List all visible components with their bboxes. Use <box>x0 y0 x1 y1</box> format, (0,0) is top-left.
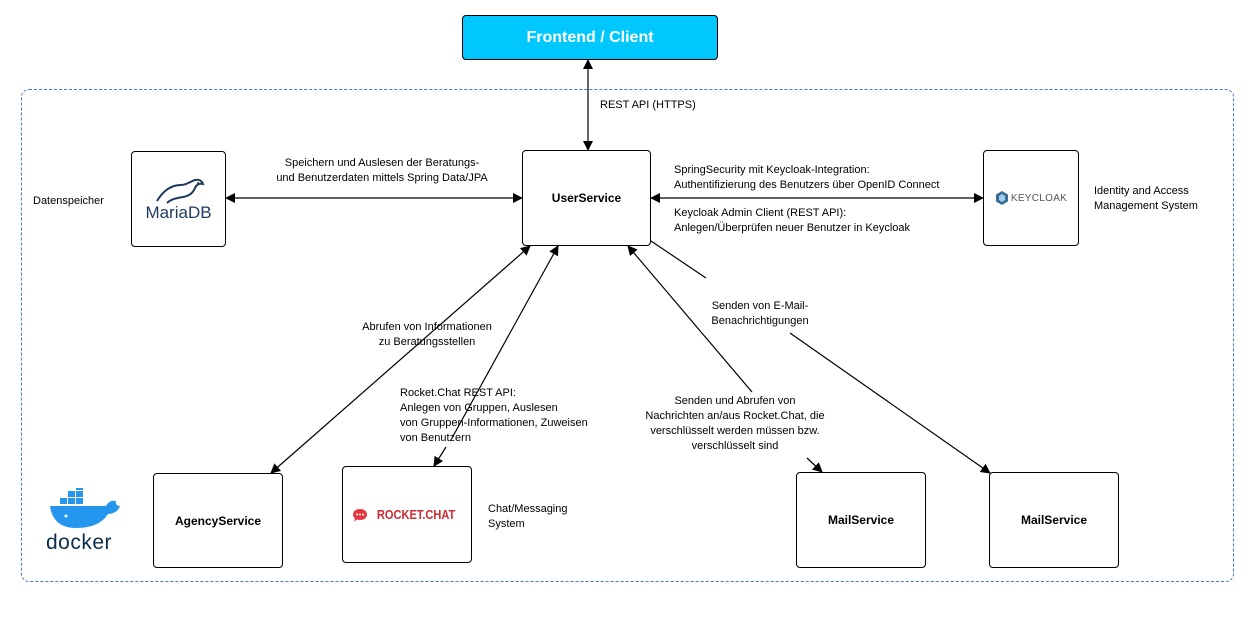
mariadb-node[interactable]: MariaDB <box>131 151 226 247</box>
keycloak-node[interactable]: KEYCLOAK <box>983 150 1079 246</box>
edge-rocket-user <box>451 245 559 439</box>
mail-service-node-1[interactable]: MailService <box>796 472 926 568</box>
rocketchat-logo-text: ROCKET.CHAT <box>376 507 456 522</box>
mariadb-logo-text: MariaDB <box>145 203 212 222</box>
edge-mail1-user-arrow <box>806 457 823 473</box>
edge-mail1-user <box>627 245 753 393</box>
frontend-client-node[interactable]: Frontend / Client <box>462 15 718 60</box>
edge-rocket-user-arrow <box>433 446 447 467</box>
edge-user-mail2-a <box>650 240 707 279</box>
edge-user-agency <box>270 245 531 474</box>
rocketchat-node[interactable]: ROCKET.CHAT <box>342 466 472 563</box>
agency-service-node[interactable]: AgencyService <box>153 473 283 568</box>
keycloak-admin-label: Keycloak Admin Client (REST API):Anlegen… <box>674 207 911 234</box>
rest-api-label: REST API (HTTPS) <box>600 99 696 111</box>
keycloak-auth-label: SpringSecurity mit Keycloak-Integration:… <box>674 164 940 191</box>
docker-logo: docker <box>46 484 126 554</box>
docker-region <box>21 89 1234 582</box>
edge-user-mail2-b <box>789 332 991 474</box>
keycloak-icon <box>995 191 1008 205</box>
datastore-label: Datenspeicher <box>33 195 104 207</box>
rocket-edge-label: Rocket.Chat REST API:Anlegen von Gruppen… <box>400 387 588 444</box>
rocketchat-icon <box>352 508 367 521</box>
db-edge-label: Speichern und Auslesen der Beratungs-und… <box>276 157 488 184</box>
seal-icon <box>155 178 205 204</box>
docker-logo-text: docker <box>46 531 113 554</box>
user-service-node[interactable]: UserService <box>522 150 651 246</box>
keycloak-logo-text: KEYCLOAK <box>1010 192 1068 204</box>
mail-edge-label: Senden von E-Mail-Benachrichtigungen <box>711 300 809 327</box>
docker-whale-icon <box>50 484 120 528</box>
mail-service-node-2[interactable]: MailService <box>989 472 1119 568</box>
